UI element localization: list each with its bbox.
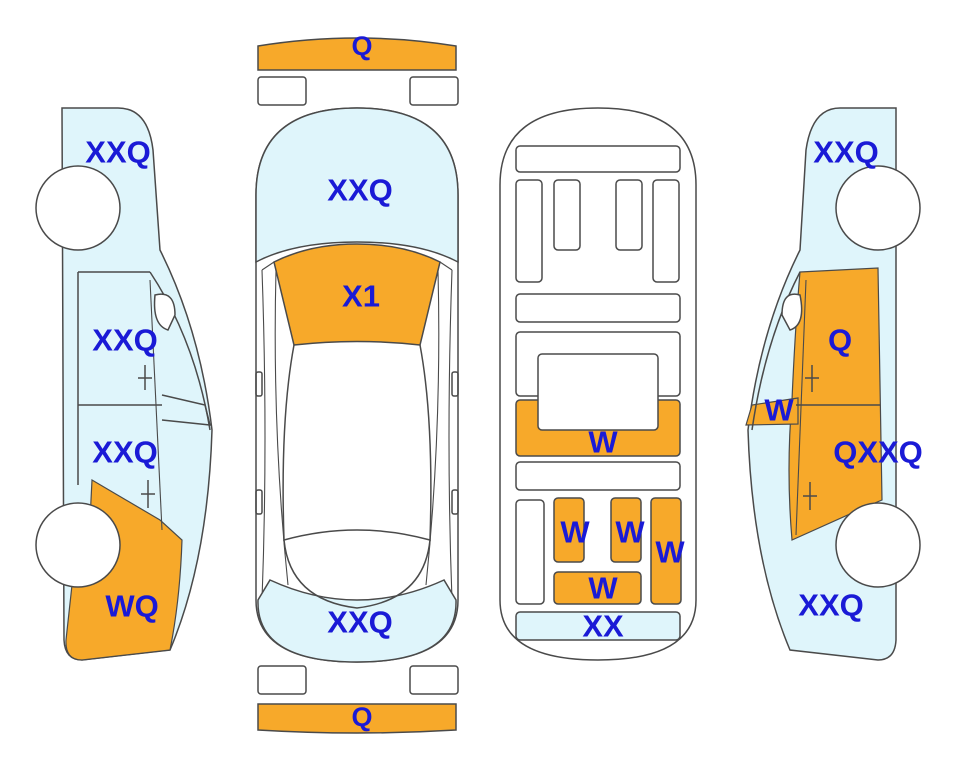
interior-rear-seat (515, 293, 681, 323)
interior-seat-center[interactable] (610, 497, 642, 563)
right-side-view: XXQ Q W QXXQ XXQ (745, 107, 923, 661)
right-doors[interactable] (788, 267, 883, 541)
interior-seat-center-label: W (615, 515, 645, 550)
top-windshield (283, 539, 431, 609)
left-pillar (149, 279, 163, 531)
right-mirror[interactable] (745, 397, 799, 426)
interior-seat-bottom[interactable] (553, 571, 642, 605)
interior-seat-right[interactable] (650, 497, 682, 605)
interior-footwell-label: XX (582, 609, 624, 644)
top-left-edge (261, 261, 275, 601)
interior-seat-left-label: W (560, 515, 590, 550)
right-mirror-label: W (764, 393, 794, 428)
right-roof-rear-label: XXQ (813, 135, 878, 170)
top-view: Q XXQ X1 XXQ Q (255, 31, 459, 734)
top-rear-light-right (409, 76, 459, 106)
left-mirror (161, 394, 211, 426)
left-handle-rear (153, 293, 176, 331)
right-rear-wheel (835, 165, 921, 251)
right-windshield (751, 271, 801, 431)
left-front-fender-label: WQ (105, 589, 158, 624)
left-side-view: XXQ XXQ XXQ WQ (35, 107, 213, 661)
top-head-light-right (409, 665, 459, 695)
top-hood-label: XXQ (327, 605, 392, 640)
interior-view: W W W W W XX (499, 107, 697, 661)
right-rear-door-label: Q (828, 323, 852, 358)
left-front-wheel (35, 502, 121, 588)
interior-seat-bottom-label: W (588, 571, 618, 606)
top-rear-glass-label: XXQ (327, 173, 392, 208)
interior-rear-shelf (515, 145, 681, 173)
top-rear-glass[interactable] (255, 107, 459, 264)
interior-console (537, 353, 659, 431)
top-rear-light-left (257, 76, 307, 106)
top-roof[interactable] (273, 243, 441, 346)
top-cabin (282, 344, 432, 541)
right-front-door-label: QXXQ (833, 435, 923, 470)
top-right-edge (439, 261, 453, 601)
top-roof-label: X1 (342, 279, 380, 314)
right-front-wheel (835, 502, 921, 588)
top-hood[interactable] (257, 579, 457, 663)
interior-seat-right-label: W (655, 535, 685, 570)
top-rear-bumper-label: Q (351, 31, 372, 61)
right-pillar (795, 279, 807, 536)
interior-seat-left[interactable] (553, 497, 585, 563)
left-rear-wheel (35, 165, 121, 251)
top-mirror-right (451, 371, 459, 397)
left-front-door-label: XXQ (92, 435, 157, 470)
top-mirror-left (255, 371, 263, 397)
top-head-light-left (257, 665, 307, 695)
interior-center-panel-label: W (588, 425, 618, 460)
top-front-bumper[interactable] (257, 703, 457, 734)
left-roof-rear-label: XXQ (85, 135, 150, 170)
left-rear-door-label: XXQ (92, 323, 157, 358)
right-front-fender-label: XXQ (798, 588, 863, 623)
top-rear-bumper[interactable] (257, 37, 457, 71)
interior-footwell[interactable] (515, 611, 681, 641)
top-front-bumper-label: Q (351, 702, 372, 732)
right-handle-rear (781, 293, 803, 331)
